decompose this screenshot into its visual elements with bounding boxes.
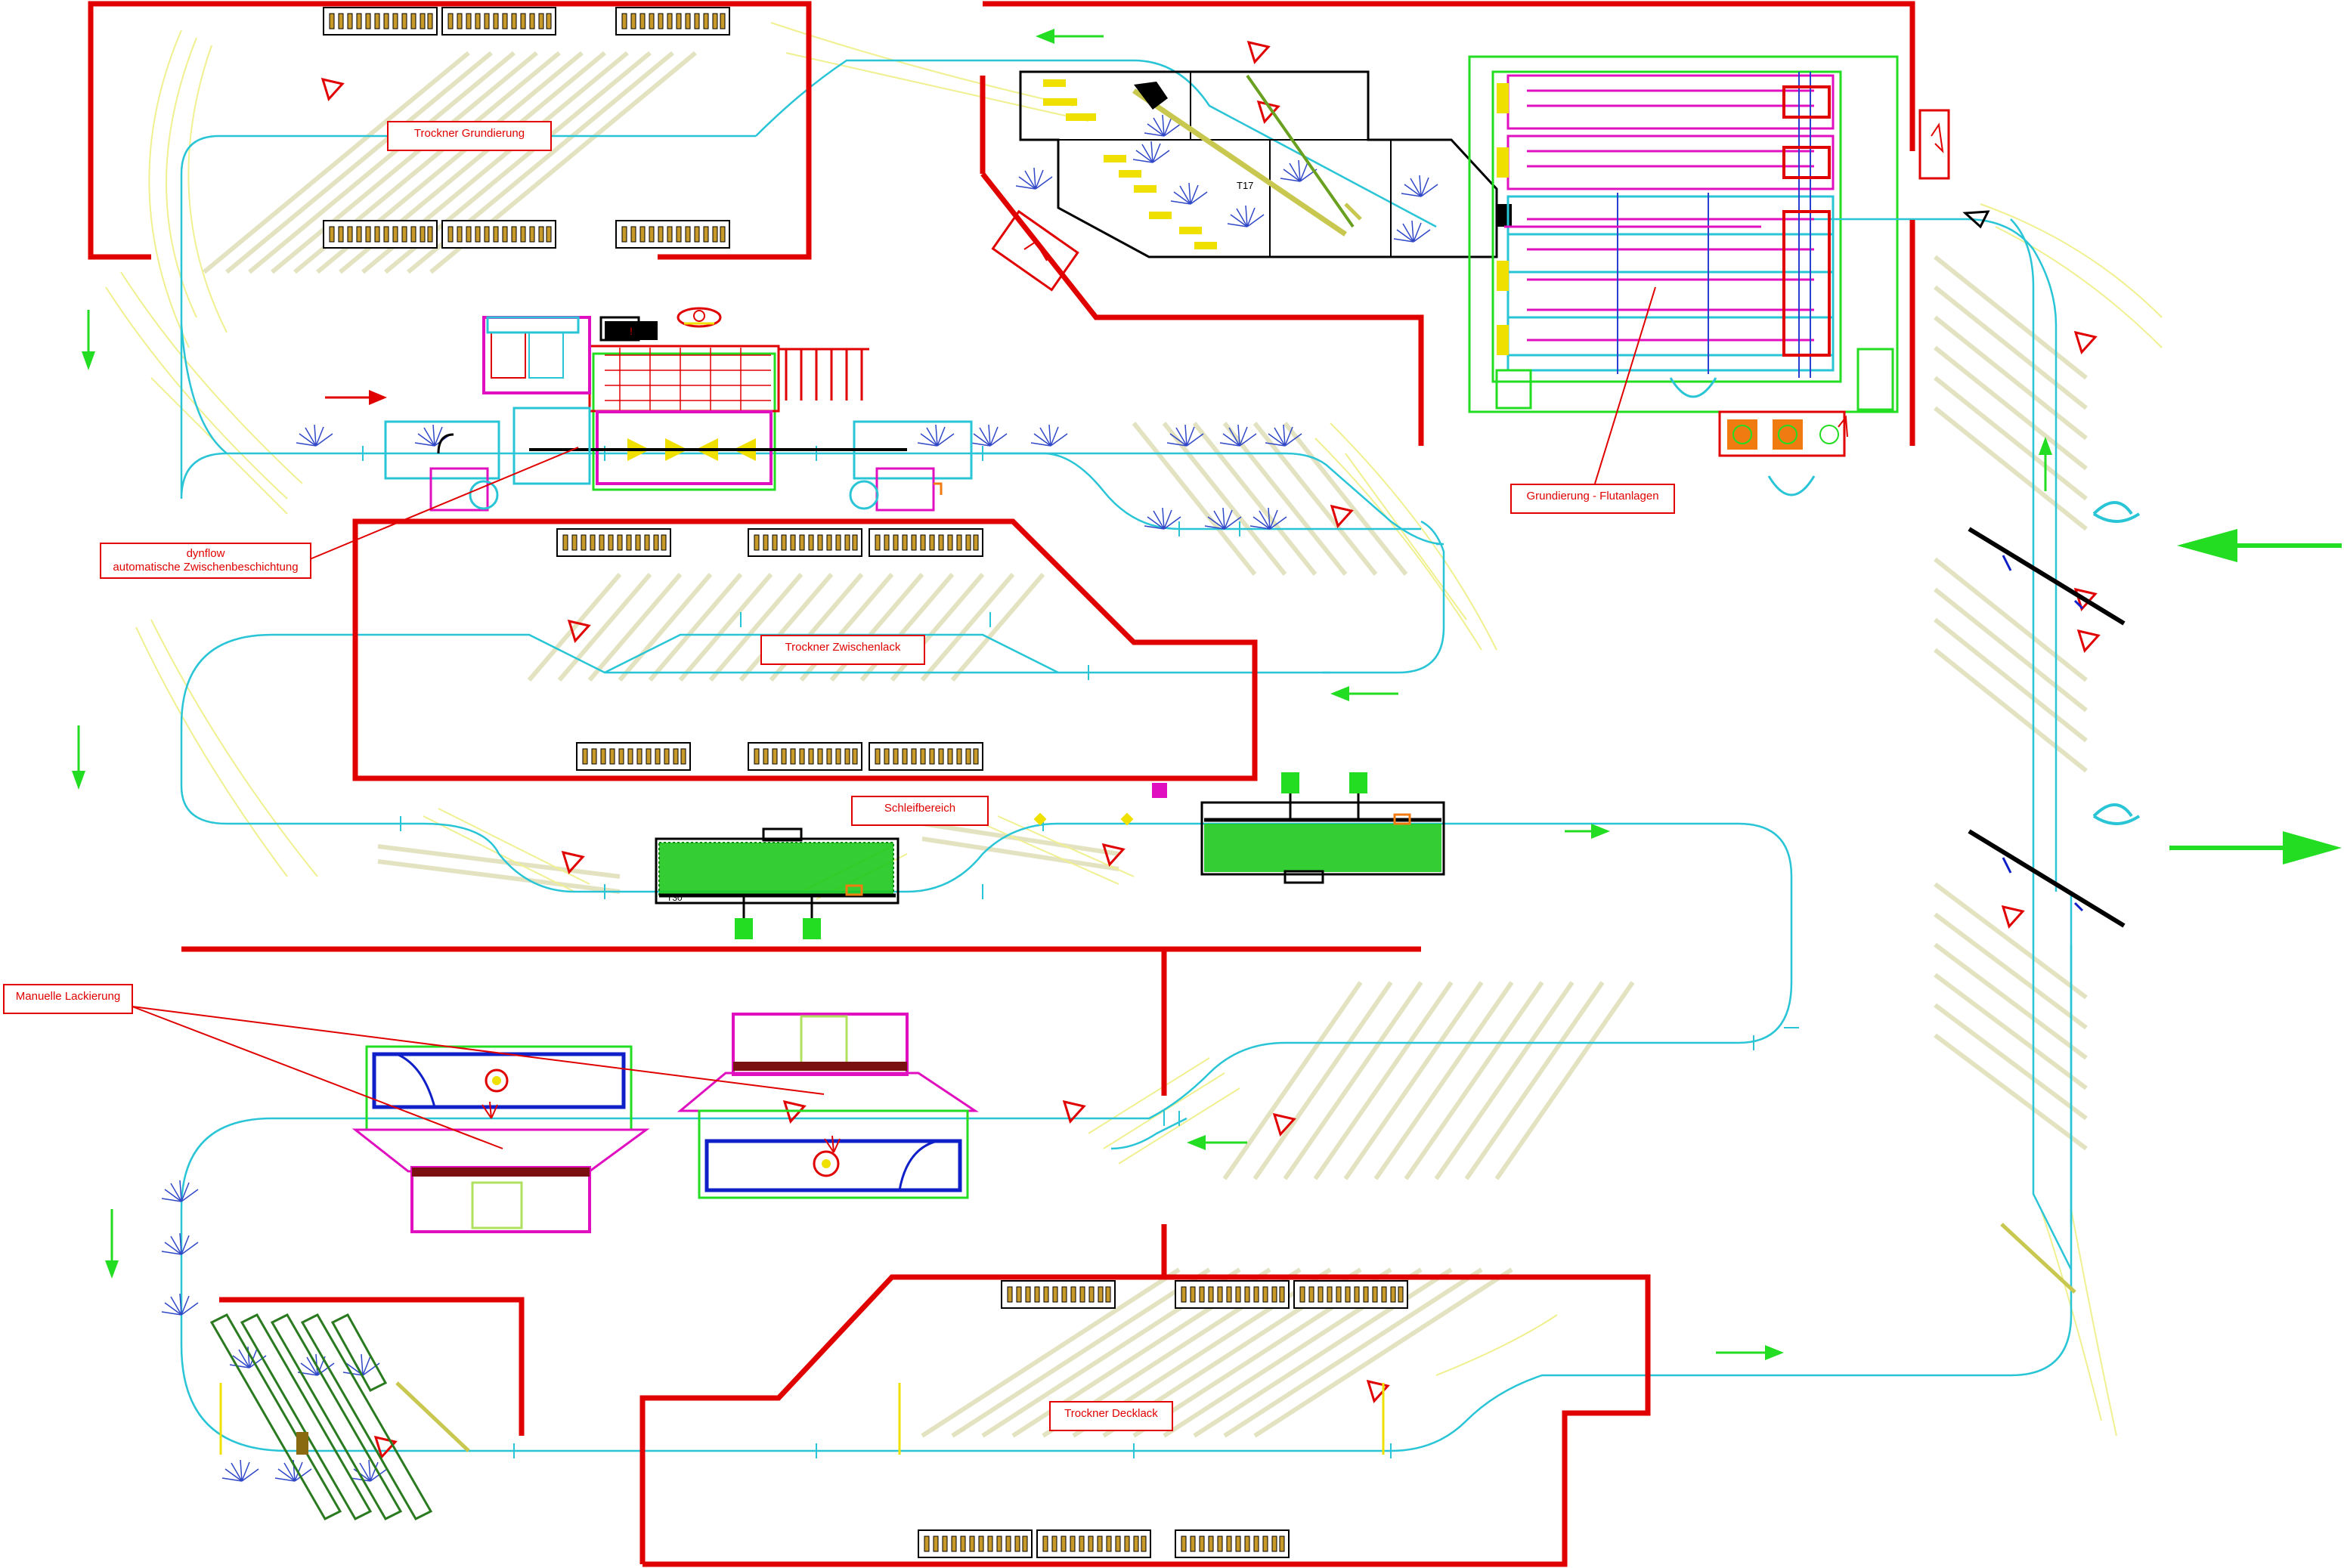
conveyor-line xyxy=(180,59,2073,1452)
tag-t30: T30 xyxy=(667,892,683,903)
schleifbereich-machines xyxy=(655,772,1445,939)
storage-hatch-areas xyxy=(203,51,2088,1438)
label-trockner-zwischenlack: Trockner Zwischenlack xyxy=(760,635,925,665)
svg-text:!: ! xyxy=(630,325,633,337)
label-trockner-decklack: Trockner Decklack xyxy=(1049,1401,1173,1431)
label-dynflow: dynflow automatische Zwischenbeschichtun… xyxy=(100,543,311,579)
walls xyxy=(88,1,1915,1567)
flow-arrows xyxy=(72,29,2342,1360)
leader-lines xyxy=(132,286,1656,1149)
grundierung-flutanlagen-block xyxy=(1468,55,1965,496)
label-grundierung-flutanlagen: Grundierung - Flutanlagen xyxy=(1510,484,1675,514)
dynflow-machine: ! xyxy=(384,307,973,512)
spray-booth xyxy=(1019,70,1512,258)
robot-stations xyxy=(1968,501,2141,928)
tag-t17: T17 xyxy=(1237,180,1253,191)
label-dynflow-line2: automatische Zwischenbeschichtung xyxy=(113,561,299,574)
label-dynflow-line1: dynflow xyxy=(186,547,225,560)
label-manuelle-lackierung: Manuelle Lackierung xyxy=(3,984,133,1014)
storage-rails xyxy=(209,1313,433,1520)
label-trockner-grundierung: Trockner Grundierung xyxy=(387,121,552,151)
manual-painting-booths xyxy=(351,1013,979,1233)
label-schleifbereich: Schleifbereich xyxy=(851,796,989,826)
